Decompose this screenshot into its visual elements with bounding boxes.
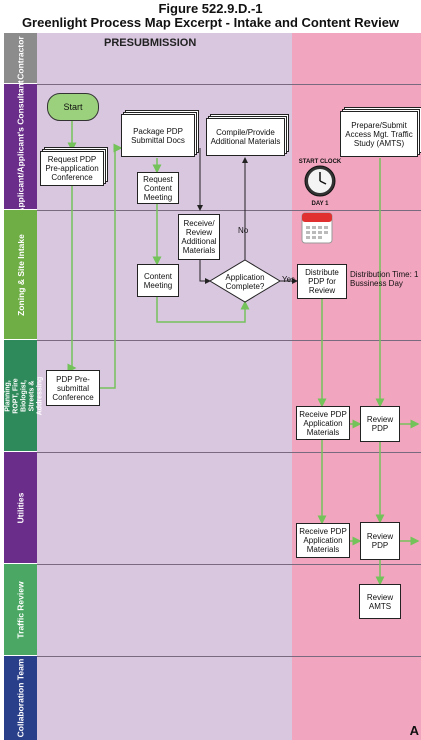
node-review-pdp-utilities: Review PDP (360, 522, 400, 560)
figure-subtitle: Greenlight Process Map Excerpt - Intake … (21, 15, 400, 30)
lane-separator (37, 564, 421, 565)
lane-separator (37, 210, 421, 211)
label-start-clock: START CLOCK (298, 159, 342, 165)
node-content-meeting: Content Meeting (137, 264, 179, 297)
lane-collab-presub-bg (37, 656, 292, 740)
lane-separator (37, 84, 421, 85)
node-receive-review: Receive/ Review Additional Materials (178, 214, 220, 260)
clock-icon (304, 165, 336, 197)
connector-content-to-decision (156, 297, 250, 323)
label-yes: Yes (282, 275, 296, 284)
connector-receive-review-to-decision (199, 260, 211, 284)
lane-label-traffic: Traffic Review (4, 564, 37, 655)
lane-label-collaboration: Collaboration Team (4, 656, 37, 740)
start-node: Start (47, 93, 99, 121)
lane-label-applicant: Applicant/Applicant's Consultant (4, 80, 37, 213)
node-receive-pdp-planning: Receive PDP Application Materials (296, 406, 350, 440)
lane-separator (37, 452, 421, 453)
node-distribute-pdp: Distribute PDP for Review (297, 264, 347, 299)
phase-label-presubmission: PRESUBMISSION (104, 37, 197, 49)
node-prepare-amts: Prepare/Submit Access Mgt. Traffic Study… (340, 111, 418, 157)
node-compile-materials: Compile/Provide Additional Materials (206, 118, 285, 156)
lane-label-utilities: Utilities (4, 452, 37, 563)
connector-conference-to-package (100, 143, 123, 389)
node-review-amts: Review AMTS (359, 584, 401, 619)
connector-request-to-conference (67, 186, 77, 373)
node-request-content-meeting: Request Content Meeting (137, 172, 179, 204)
offpage-connector-a: A (409, 723, 419, 738)
label-day1: DAY 1 (311, 201, 329, 207)
label-no: No (238, 226, 249, 235)
lane-label-zoning: Zoning & Site Intake (4, 210, 37, 339)
lane-contractor-presub-bg (37, 33, 292, 84)
node-pdp-conference: PDP Pre-submittal Conference (46, 370, 100, 406)
label-distribution-time: Distribution Time: 1 Bussiness Day (350, 270, 419, 288)
figure-title: Figure 522.9.D.-1 (158, 1, 263, 16)
lane-contractor-sub-bg (292, 33, 421, 84)
lane-utilities-presub-bg (37, 452, 292, 564)
node-application-complete: Application Complete? (225, 273, 265, 291)
node-request-pdp-conference: Request PDP Pre-application Conference (40, 151, 104, 186)
calendar-icon (301, 212, 333, 244)
lane-separator (37, 340, 421, 341)
node-receive-pdp-utilities: Receive PDP Application Materials (296, 523, 350, 558)
lane-label-planning: Current Planning, ROPT, Fire Biologist, … (0, 340, 44, 451)
lane-traffic-presub-bg (37, 564, 292, 656)
decision-diamond-shape (209, 259, 281, 303)
lane-label-contractor: Contractor (4, 33, 37, 83)
node-package-pdp: Package PDP Submittal Docs (121, 114, 195, 157)
lane-collab-sub-bg (292, 656, 421, 740)
node-review-pdp-planning: Review PDP (360, 406, 400, 442)
lane-separator (37, 656, 421, 657)
